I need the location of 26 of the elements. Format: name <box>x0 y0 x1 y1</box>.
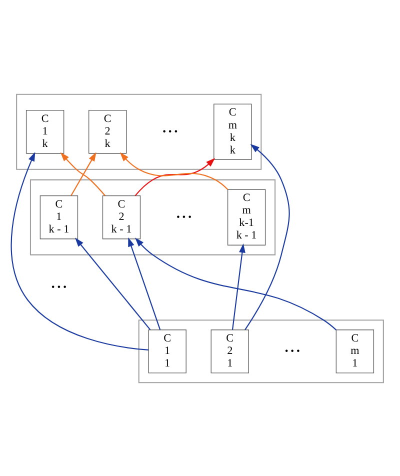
arrow <box>232 242 246 330</box>
arrow <box>244 143 290 330</box>
node-box: C m k k <box>214 103 252 160</box>
label: • • • <box>176 211 192 222</box>
label: • • • <box>284 345 300 356</box>
node-box: C m k-1 k - 1 <box>227 188 266 245</box>
arrow <box>120 152 228 190</box>
arrow <box>70 152 96 196</box>
arrow <box>10 152 149 350</box>
node-box: C 2 1 <box>210 329 249 373</box>
label: • • • <box>51 282 67 293</box>
node-box: C 2 k <box>88 109 127 154</box>
cluster <box>138 319 384 383</box>
arrow <box>135 237 337 330</box>
node-box: C m 1 <box>336 329 374 373</box>
label: • • • <box>162 126 178 137</box>
arrow <box>75 237 151 330</box>
cluster <box>30 178 276 255</box>
arrow <box>60 152 106 196</box>
node-box: C 1 1 <box>148 329 186 373</box>
node-box: C 1 k <box>26 109 64 154</box>
arrow <box>134 158 216 196</box>
node-box: C 1 k - 1 <box>40 194 78 239</box>
arrow <box>128 236 161 330</box>
cluster <box>16 93 262 170</box>
node-box: C 2 k - 1 <box>102 194 141 239</box>
